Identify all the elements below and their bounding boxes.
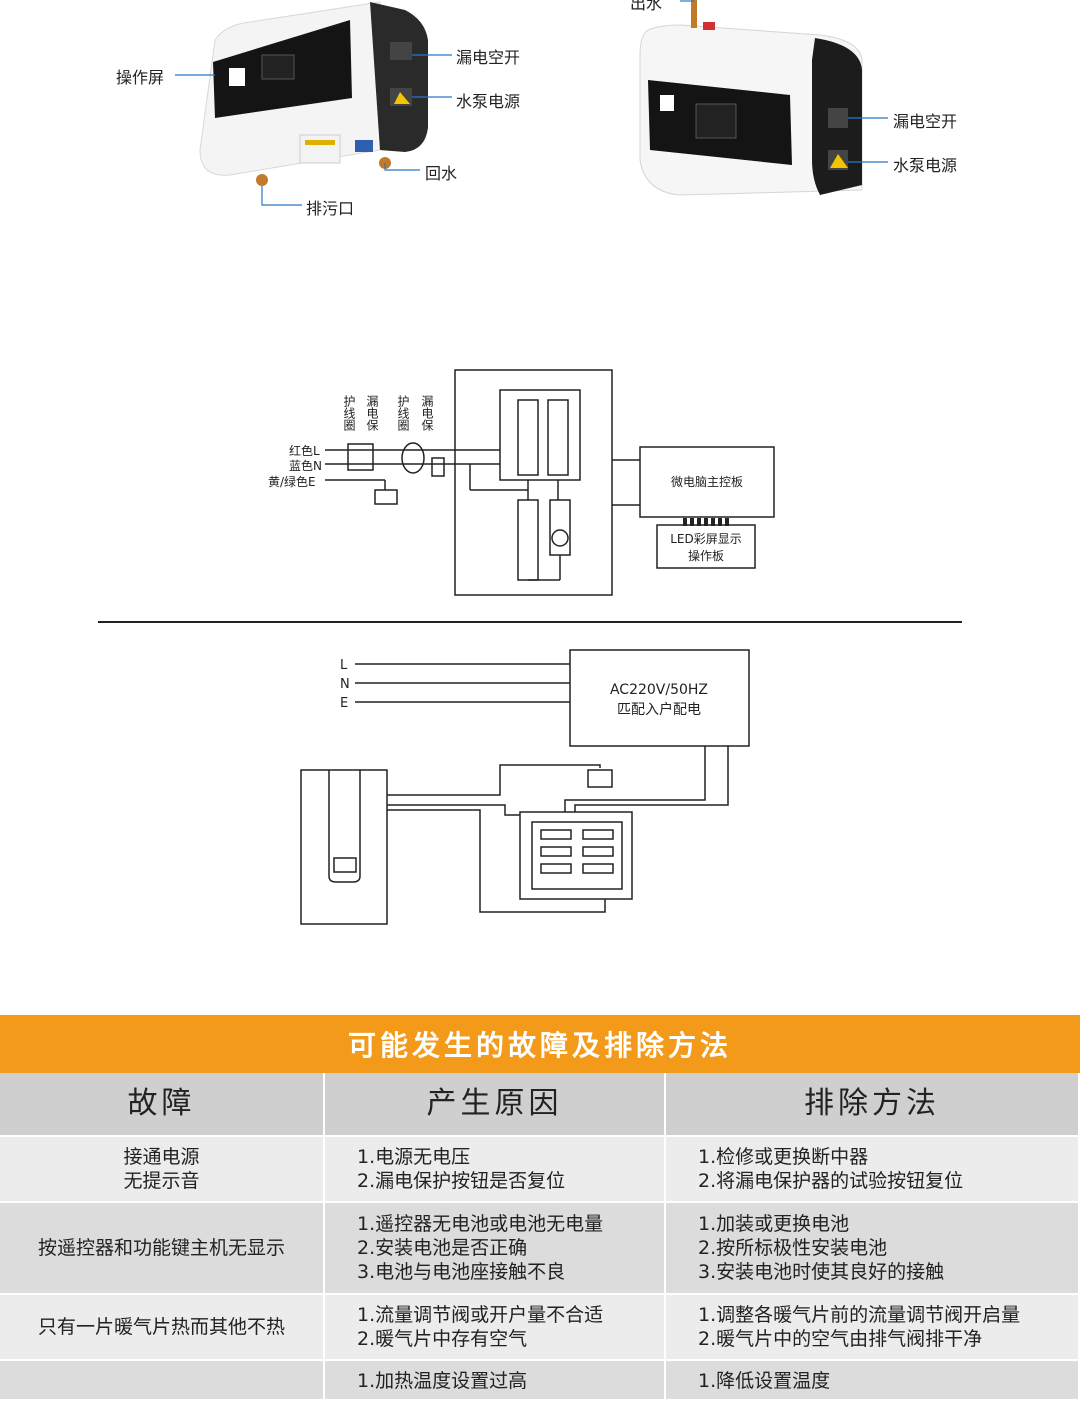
fix-line: 1.检修或更换断中器 <box>698 1146 869 1168</box>
troubleshooting-section: 可能发生的故障及排除方法 故障 产生原因 排除方法 接通电源 无提示音 1.电源… <box>0 1015 1080 1401</box>
header-fix: 排除方法 <box>666 1073 1080 1137</box>
callout-leakage-breaker: 漏电空开 <box>456 48 521 67</box>
callout-control-screen: 操作屏 <box>116 68 165 87</box>
cause-line: 1.加热温度设置过高 <box>357 1370 528 1392</box>
troubleshooting-title: 可能发生的故障及排除方法 <box>0 1015 1080 1073</box>
left-boiler-unit <box>199 1 428 186</box>
vertical-label-4: 漏电保 <box>420 395 434 431</box>
cause-line: 1.遥控器无电池或电池无电量 <box>357 1213 604 1235</box>
cause-line: 2.漏电保护按钮是否复位 <box>357 1170 566 1192</box>
table-row-4-fault <box>0 1361 325 1401</box>
callout-right-pump-power: 水泵电源 <box>893 156 958 175</box>
right-boiler-unit <box>639 0 863 196</box>
fix-line: 1.调整各暖气片前的流量调节阀开启量 <box>698 1304 1021 1326</box>
fault-line: 接通电源 <box>123 1146 200 1168</box>
fault-line: 按遥控器和功能键主机无显示 <box>37 1237 285 1259</box>
fix-line: 2.暖气片中的空气由排气阀排干净 <box>698 1328 983 1350</box>
line-label-e: E <box>340 696 348 711</box>
fix-line: 2.按所标极性安装电池 <box>698 1237 888 1259</box>
line-label-l: L <box>340 658 348 673</box>
cause-line: 2.安装电池是否正确 <box>357 1237 528 1259</box>
table-row-3-cause: 1.流量调节阀或开户量不合适 2.暖气片中存有空气 <box>325 1295 666 1361</box>
fix-line: 1.加装或更换电池 <box>698 1213 850 1235</box>
fault-line: 无提示音 <box>123 1170 200 1192</box>
wire-label-ground-e: 黄/绿色E <box>268 474 316 489</box>
troubleshooting-table: 故障 产生原因 排除方法 接通电源 无提示音 1.电源无电压 2.漏电保护按钮是… <box>0 1073 1080 1401</box>
table-row-4-cause: 1.加热温度设置过高 <box>325 1361 666 1401</box>
line-label-n: N <box>340 677 350 692</box>
callout-drain: 排污口 <box>306 199 355 218</box>
cause-line: 3.电池与电池座接触不良 <box>357 1261 566 1283</box>
display-board-label-1: LED彩屏显示 <box>670 532 742 546</box>
table-row-2-cause: 1.遥控器无电池或电池无电量 2.安装电池是否正确 3.电池与电池座接触不良 <box>325 1203 666 1295</box>
fix-line: 3.安装电池时使其良好的接触 <box>698 1261 945 1283</box>
boiler-images <box>175 0 888 206</box>
callout-right-leakage-breaker: 漏电空开 <box>893 112 958 131</box>
fix-line: 2.将漏电保护器的试验按钮复位 <box>698 1170 964 1192</box>
section-divider <box>98 621 962 623</box>
table-row-1-fault: 接通电源 无提示音 <box>0 1137 325 1203</box>
table-row-2-fault: 按遥控器和功能键主机无显示 <box>0 1203 325 1295</box>
table-row-3-fault: 只有一片暖气片热而其他不热 <box>0 1295 325 1361</box>
table-row-4-fix: 1.降低设置温度 <box>666 1361 1080 1401</box>
table-row-3-fix: 1.调整各暖气片前的流量调节阀开启量 2.暖气片中的空气由排气阀排干净 <box>666 1295 1080 1361</box>
wire-label-red-l: 红色L <box>289 443 320 458</box>
display-board-label-2: 操作板 <box>688 548 724 563</box>
cause-line: 1.电源无电压 <box>357 1146 471 1168</box>
wiring-diagram: 护线圈 漏电保 护线圈 漏电保 红色L 蓝色N 黄/绿色E 微电脑主控板 LED… <box>268 369 775 596</box>
main-board-label: 微电脑主控板 <box>671 475 743 489</box>
header-cause: 产生原因 <box>325 1073 666 1137</box>
fault-line: 只有一片暖气片热而其他不热 <box>37 1316 285 1338</box>
fix-line: 1.降低设置温度 <box>698 1370 831 1392</box>
header-fault: 故障 <box>0 1073 325 1137</box>
vertical-label-3: 护线圈 <box>396 395 410 432</box>
cause-line: 2.暖气片中存有空气 <box>357 1328 528 1350</box>
table-row-2-fix: 1.加装或更换电池 2.按所标极性安装电池 3.安装电池时使其良好的接触 <box>666 1203 1080 1295</box>
callout-pump-power: 水泵电源 <box>456 92 521 111</box>
callout-outlet-water: 出水 <box>630 0 663 13</box>
supply-spec: AC220V/50HZ <box>610 682 708 698</box>
cause-line: 1.流量调节阀或开户量不合适 <box>357 1304 604 1326</box>
vertical-label-1: 护线圈 <box>342 395 356 432</box>
supply-desc: 匹配入户配电 <box>617 701 701 718</box>
vertical-label-2: 漏电保 <box>365 395 379 431</box>
table-row-1-fix: 1.检修或更换断中器 2.将漏电保护器的试验按钮复位 <box>666 1137 1080 1203</box>
supply-diagram: L N E AC220V/50HZ 匹配入户配电 <box>300 649 750 925</box>
callout-return-water: 回水 <box>425 164 458 183</box>
table-row-1-cause: 1.电源无电压 2.漏电保护按钮是否复位 <box>325 1137 666 1203</box>
wire-label-blue-n: 蓝色N <box>289 459 322 473</box>
